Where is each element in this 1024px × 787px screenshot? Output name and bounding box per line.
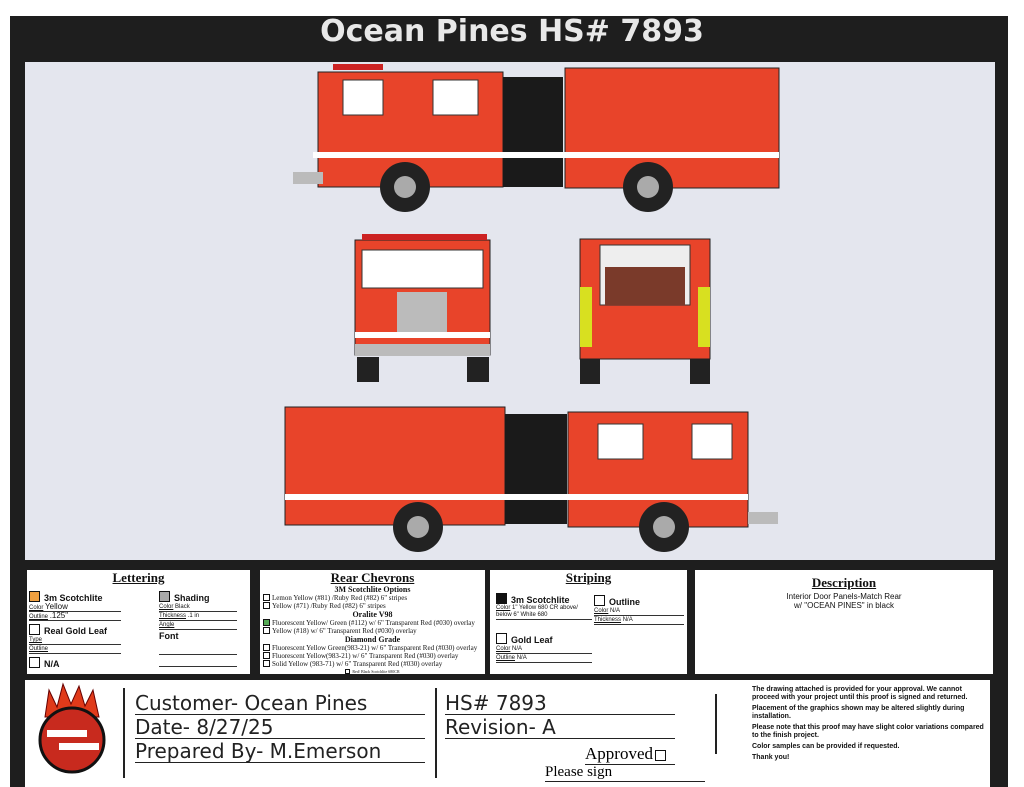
- approved-field[interactable]: Approved: [585, 744, 675, 765]
- outline-thickness-value: N/A: [622, 617, 633, 623]
- chevron-checkbox[interactable]: [263, 619, 270, 626]
- lettering-color-value: Yellow: [45, 602, 68, 611]
- lettering-outline-value: .125": [49, 611, 69, 620]
- description-line-1: Interior Door Panels-Match Rear: [786, 592, 902, 601]
- outline-label: Outline: [496, 655, 516, 661]
- chevron-group-title: Diamond Grade: [344, 635, 401, 644]
- striping-color-value: 1" Yellow 680 CR above/ below 6" White 6…: [496, 605, 578, 618]
- chevron-option[interactable]: Fluorescent Yellow/ Green (#112) w/ 6" T…: [263, 619, 482, 627]
- chevron-option[interactable]: Yellow (#18) w/ 6" Transparent Red (#030…: [263, 627, 482, 635]
- chevron-checkbox[interactable]: [263, 644, 270, 651]
- lettering-heading: Lettering: [112, 570, 165, 585]
- chevron-option[interactable]: Lemon Yellow (#81) /Ruby Red (#82) 6" st…: [263, 594, 482, 602]
- red-black-checkbox[interactable]: [345, 669, 351, 674]
- revision-field: Revision- A: [445, 716, 675, 739]
- chevron-option-label: Fluorescent Yellow Green(983-21) w/ 6" T…: [272, 644, 478, 652]
- chevron-option[interactable]: Fluorescent Yellow(983-21) w/ 6" Transpa…: [263, 652, 482, 660]
- chevron-checkbox[interactable]: [263, 627, 270, 634]
- scotchlite-checkbox[interactable]: [29, 591, 40, 603]
- color-label: Color: [496, 646, 511, 652]
- na-label: N/A: [44, 659, 60, 669]
- chevron-checkbox[interactable]: [263, 602, 270, 609]
- truck-front-view: [354, 234, 491, 382]
- color-label: Color: [29, 605, 44, 611]
- chevron-option[interactable]: Fluorescent Yellow Green(983-21) w/ 6" T…: [263, 644, 482, 652]
- prepared-by-field: Prepared By- M.Emerson: [135, 740, 425, 763]
- gold-leaf-label: Real Gold Leaf: [44, 626, 108, 636]
- signature-line[interactable]: Please sign: [545, 764, 705, 782]
- outline-label: Outline: [29, 614, 49, 620]
- chevron-group-title: Oralite V98: [352, 610, 393, 619]
- chevron-option[interactable]: Yellow (#71) /Ruby Red (#82) 6" stripes: [263, 602, 482, 610]
- angle-label: Angle: [159, 622, 175, 628]
- gold-color-value: N/A: [512, 646, 523, 652]
- chevron-option[interactable]: Solid Yellow (983-71) w/ 6" Transparent …: [263, 660, 482, 668]
- truck-side-view-driver: [293, 64, 780, 212]
- thickness-label: Thickness: [159, 613, 187, 619]
- chevron-option-label: Solid Yellow (983-71) w/ 6" Transparent …: [272, 660, 443, 668]
- date-field: Date- 8/27/25: [135, 716, 425, 739]
- striping-outline-label: Outline: [609, 597, 640, 607]
- chevrons-heading: Rear Chevrons: [330, 570, 415, 585]
- hs-number: HS# 7893: [445, 692, 675, 715]
- chevron-footer-option: Red/ Black Scotchlite 680CR: [352, 669, 400, 674]
- striping-scotchlite-label: 3m Scotchlite: [511, 595, 570, 605]
- color-label: Color: [159, 604, 174, 610]
- type-label: Type: [29, 637, 43, 643]
- striping-scotchlite-checkbox[interactable]: [496, 593, 507, 605]
- disclaimer-line: Please note that this proof may have sli…: [752, 724, 984, 739]
- chevron-checkbox[interactable]: [263, 652, 270, 659]
- customer-field: Customer- Ocean Pines: [135, 692, 425, 715]
- scotchlite-label: 3m Scotchlite: [44, 593, 103, 603]
- disclaimer-line: Color samples can be provided if request…: [752, 743, 900, 750]
- disclaimer-line: The drawing attached is provided for you…: [752, 686, 968, 701]
- approved-checkbox[interactable]: [654, 749, 666, 761]
- chevron-checkbox[interactable]: [263, 660, 270, 667]
- description-heading: Description: [811, 575, 877, 590]
- disclaimer-line: Placement of the graphics shown may be a…: [752, 705, 965, 720]
- description-panel: Description Interior Door Panels-Match R…: [695, 570, 993, 674]
- chevron-option-label: Fluorescent Yellow/ Green (#112) w/ 6" T…: [272, 619, 475, 627]
- shading-checkbox[interactable]: [159, 591, 170, 603]
- disclaimer-line: Thank you!: [752, 754, 790, 761]
- company-logo-icon: [38, 682, 106, 774]
- color-label: Color: [496, 605, 511, 611]
- gold-outline-value: N/A: [516, 655, 527, 661]
- chevron-option-label: Lemon Yellow (#81) /Ruby Red (#82) 6" st…: [272, 594, 408, 602]
- chevron-option-label: Yellow (#71) /Ruby Red (#82) 6" stripes: [272, 602, 386, 610]
- truck-drawing-area: [25, 62, 995, 560]
- na-checkbox[interactable]: [29, 657, 40, 669]
- shading-color-value: Black: [175, 604, 190, 610]
- signoff-block: Customer- Ocean Pines Date- 8/27/25 Prep…: [25, 680, 990, 787]
- truck-rear-view: [579, 238, 711, 384]
- approved-label: Approved: [585, 744, 653, 763]
- color-label: Color: [594, 608, 609, 614]
- gold-leaf-checkbox[interactable]: [29, 624, 40, 636]
- thickness-label: Thickness: [594, 617, 622, 623]
- chevron-option-label: Yellow (#18) w/ 6" Transparent Red (#030…: [272, 627, 417, 635]
- striping-outline-checkbox[interactable]: [594, 595, 605, 607]
- shading-thickness-value: .1 in: [187, 613, 200, 619]
- striping-panel: Striping 3m Scotchlite Color 1" Yellow 6…: [490, 570, 687, 674]
- font-label: Font: [159, 631, 179, 641]
- chevron-group-title: 3M Scotchlite Options: [334, 585, 411, 594]
- striping-heading: Striping: [565, 570, 612, 585]
- lettering-panel: Lettering 3m Scotchlite Color Yellow Out…: [27, 570, 250, 674]
- striping-gold-leaf-label: Gold Leaf: [511, 635, 553, 645]
- page-title: Ocean Pines HS# 7893: [320, 14, 704, 49]
- chevron-checkbox[interactable]: [263, 594, 270, 601]
- truck-side-view-officer: [284, 406, 778, 552]
- outline-color-value: N/A: [610, 608, 621, 614]
- striping-gold-leaf-checkbox[interactable]: [496, 633, 507, 645]
- shading-label: Shading: [174, 593, 210, 603]
- disclaimer: The drawing attached is provided for you…: [752, 686, 987, 765]
- outline-label: Outline: [29, 646, 49, 652]
- description-line-2: w/ "OCEAN PINES" in black: [794, 601, 894, 610]
- chevron-option-label: Fluorescent Yellow(983-21) w/ 6" Transpa…: [272, 652, 459, 660]
